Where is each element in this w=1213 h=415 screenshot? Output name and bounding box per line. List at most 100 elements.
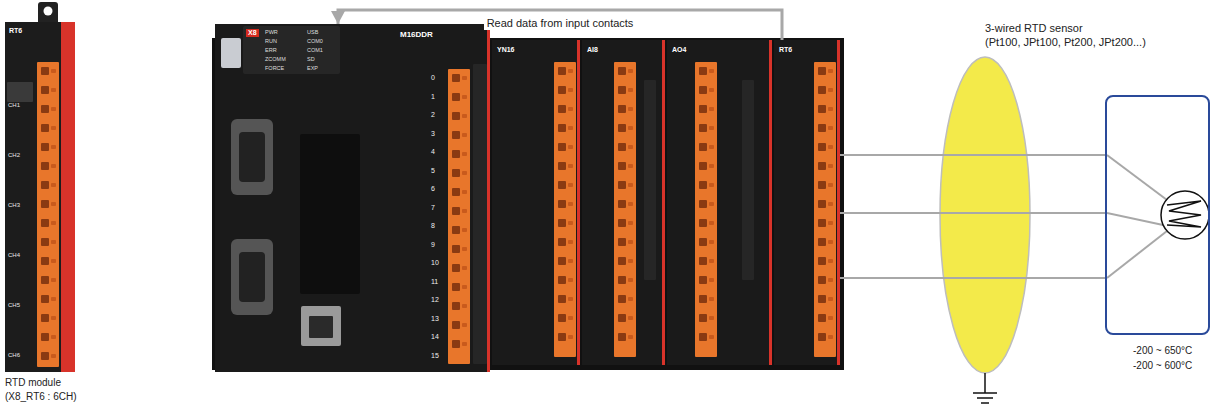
terminal-slot [828, 335, 833, 339]
terminal-screw [558, 314, 566, 322]
module-marking: 8 [431, 222, 435, 230]
module-side [837, 40, 840, 365]
terminal-slot [828, 316, 833, 320]
terminal-screw [699, 181, 707, 189]
terminal-slot [709, 164, 714, 168]
terminal-screw [558, 295, 566, 303]
terminal-slot [51, 164, 56, 168]
terminal-slot [462, 285, 467, 289]
led-strip [473, 64, 487, 364]
terminal-slot [709, 183, 714, 187]
terminal-slot [51, 354, 56, 358]
module-marking: COM1 [307, 47, 323, 53]
terminal-slot [709, 221, 714, 225]
com-port [239, 252, 265, 302]
terminal-screw [558, 86, 566, 94]
range-text: -200 ~ 650°C [1133, 345, 1192, 357]
terminal-slot [462, 247, 467, 251]
terminal-slot [462, 76, 467, 80]
terminal-screw [818, 200, 826, 208]
terminal-screw [699, 333, 707, 341]
terminal-slot [462, 171, 467, 175]
module-marking: X8 [246, 29, 259, 37]
terminal-slot [462, 209, 467, 213]
terminal-slot [568, 202, 573, 206]
sensor-wire [840, 212, 1105, 214]
module-marking: CH3 [8, 202, 20, 209]
terminal-slot [828, 297, 833, 301]
io-module: AI8 [582, 40, 665, 365]
terminal-screw [818, 333, 826, 341]
terminal-screw [452, 93, 460, 101]
terminal-slot [828, 259, 833, 263]
terminal-slot [51, 107, 56, 111]
terminal-slot [709, 278, 714, 282]
module-side [769, 40, 772, 365]
terminal-slot [568, 88, 573, 92]
module-marking: 14 [431, 333, 439, 341]
terminal-screw [41, 124, 49, 132]
terminal-slot [628, 88, 633, 92]
terminal-slot [828, 278, 833, 282]
terminal-slot [828, 126, 833, 130]
terminal-slot [568, 69, 573, 73]
terminal-screw [452, 283, 460, 291]
terminal-slot [709, 316, 714, 320]
terminal-slot [462, 114, 467, 118]
rtd-module: RT6 [774, 40, 840, 365]
terminal-slot [828, 221, 833, 225]
terminal-slot [51, 202, 56, 206]
ground-symbol [981, 402, 989, 404]
terminal-slot [628, 202, 633, 206]
terminal-slot [462, 95, 467, 99]
range-text: -200 ~ 600°C [1133, 360, 1192, 372]
terminal-slot [709, 240, 714, 244]
com-port [239, 132, 265, 182]
terminal-screw [558, 181, 566, 189]
sensor-note: 3-wired RTD sensor [985, 22, 1083, 35]
terminal-slot [628, 297, 633, 301]
ground-symbol [977, 397, 993, 399]
terminal-slot [828, 145, 833, 149]
led-strip [742, 80, 754, 280]
terminal-slot [51, 240, 56, 244]
io-module: RT6CH1CH2CH3CH4CH5CH6 [5, 22, 75, 372]
terminal-slot [628, 278, 633, 282]
terminal-slot [568, 164, 573, 168]
terminal-screw [618, 314, 626, 322]
terminal-slot [51, 88, 56, 92]
module-marking: CH2 [8, 152, 20, 159]
terminal-screw [558, 257, 566, 265]
module-marking: 2 [431, 111, 435, 119]
terminal-screw [558, 105, 566, 113]
terminal-screw [41, 276, 49, 284]
sensor-wire [840, 277, 1105, 279]
cable-shield [940, 57, 1030, 373]
module-marking: RUN [265, 38, 277, 44]
terminal-screw [699, 295, 707, 303]
terminal-screw [618, 162, 626, 170]
module-marking: 9 [431, 241, 435, 249]
terminal-slot [568, 126, 573, 130]
terminal-slot [628, 183, 633, 187]
ground-wire [984, 373, 986, 393]
terminal-screw [699, 162, 707, 170]
terminal-screw [41, 86, 49, 94]
terminal-screw [699, 200, 707, 208]
terminal-slot [568, 221, 573, 225]
terminal-screw [818, 276, 826, 284]
terminal-screw [41, 162, 49, 170]
terminal-screw [41, 105, 49, 113]
terminal-slot [462, 323, 467, 327]
terminal-screw [558, 238, 566, 246]
terminal-screw [618, 200, 626, 208]
label-sticker [7, 82, 33, 102]
terminal-slot [709, 126, 714, 130]
terminal-screw [452, 226, 460, 234]
terminal-screw [818, 219, 826, 227]
terminal-screw [41, 200, 49, 208]
terminal-screw [618, 276, 626, 284]
terminal-screw [699, 105, 707, 113]
sensor-note: (Pt100, JPt100, Pt200, JPt200...) [985, 36, 1146, 49]
